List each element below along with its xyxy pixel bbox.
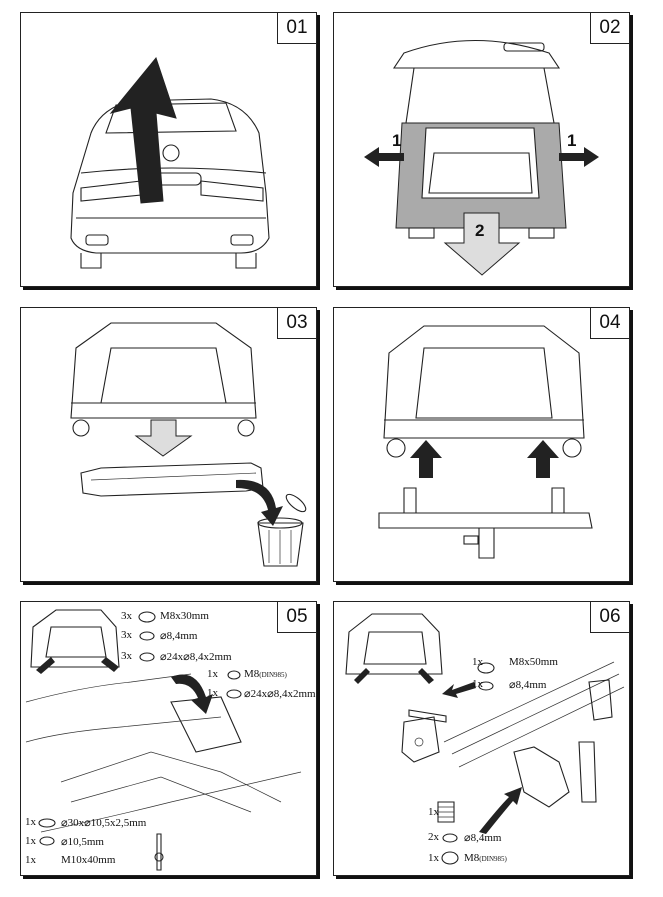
part-qty: 1x — [25, 854, 36, 866]
open-tailgate-arrow-icon — [109, 56, 177, 204]
step-label-right: 1 — [567, 131, 577, 150]
part-desc: M8(DIN985) — [244, 668, 287, 680]
part-qty: 1x — [472, 678, 483, 690]
part-qty: 1x — [207, 668, 218, 680]
part-desc: ⌀24x⌀8,4x2mm — [160, 651, 232, 663]
left-bracket-assembly-illustration — [25, 609, 302, 871]
panel-number: 02 — [590, 13, 629, 44]
part-desc: ⌀10,5mm — [61, 836, 104, 848]
part-desc: M8x30mm — [160, 610, 209, 622]
left-arrow-icon — [364, 147, 404, 167]
mount-arrow-icon — [479, 787, 522, 834]
car-rear-open-illustration — [364, 40, 599, 276]
part-qty: 1x — [25, 835, 36, 847]
discard-arrow-icon — [236, 479, 283, 526]
down-arrow-icon — [443, 212, 521, 276]
part-desc: M10x40mm — [61, 854, 116, 866]
right-arrow-icon — [559, 147, 599, 167]
panel-number: 06 — [590, 602, 629, 633]
panel-05: 05 3x M8x30mm 3x ⌀8,4mm 3x ⌀24x⌀8,4x2mm … — [20, 601, 317, 876]
right-bracket-assembly-illustration — [345, 613, 625, 865]
part-desc: ⌀30x⌀10,5x2,5mm — [61, 817, 147, 829]
panel-04: 04 — [333, 307, 630, 582]
install-arrow-icon — [171, 674, 213, 714]
step-label-down: 2 — [475, 221, 485, 240]
panel-02: 02 1 1 2 — [333, 12, 630, 287]
part-qty: 1x — [428, 852, 439, 864]
step-label-left: 1 — [392, 131, 402, 150]
panel-01: 01 — [20, 12, 317, 287]
bumper-removal-illustration — [70, 322, 307, 567]
panel-number: 05 — [277, 602, 316, 633]
part-desc: ⌀8,4mm — [160, 630, 198, 642]
part-desc: ⌀8,4mm — [464, 832, 502, 844]
towbar-installation-illustration — [378, 325, 593, 559]
part-desc: M8x50mm — [509, 656, 558, 668]
up-arrow-left-icon — [410, 440, 442, 478]
car-rear-closed-illustration — [70, 56, 270, 269]
panel-06: 06 1x M8x50mm 1x ⌀8,4mm 1x 2x ⌀8,4mm 1x … — [333, 601, 630, 876]
part-qty: 1x — [207, 687, 218, 699]
part-qty: 1x — [428, 806, 439, 818]
part-qty: 3x — [121, 650, 132, 662]
panel-number: 03 — [277, 308, 316, 339]
panel-number: 04 — [590, 308, 629, 339]
part-qty: 1x — [472, 656, 483, 668]
panel-03: 03 — [20, 307, 317, 582]
part-desc: ⌀8,4mm — [509, 679, 547, 691]
down-arrow-icon — [134, 419, 193, 457]
part-desc: M8(DIN985) — [464, 852, 507, 864]
part-qty: 3x — [121, 629, 132, 641]
part-qty: 1x — [25, 816, 36, 828]
part-qty: 2x — [428, 831, 439, 843]
part-qty: 3x — [121, 610, 132, 622]
panel-number: 01 — [277, 13, 316, 44]
install-arrow-icon — [442, 682, 476, 698]
part-desc: ⌀24x⌀8,4x2mm — [244, 688, 316, 700]
up-arrow-right-icon — [527, 440, 559, 478]
